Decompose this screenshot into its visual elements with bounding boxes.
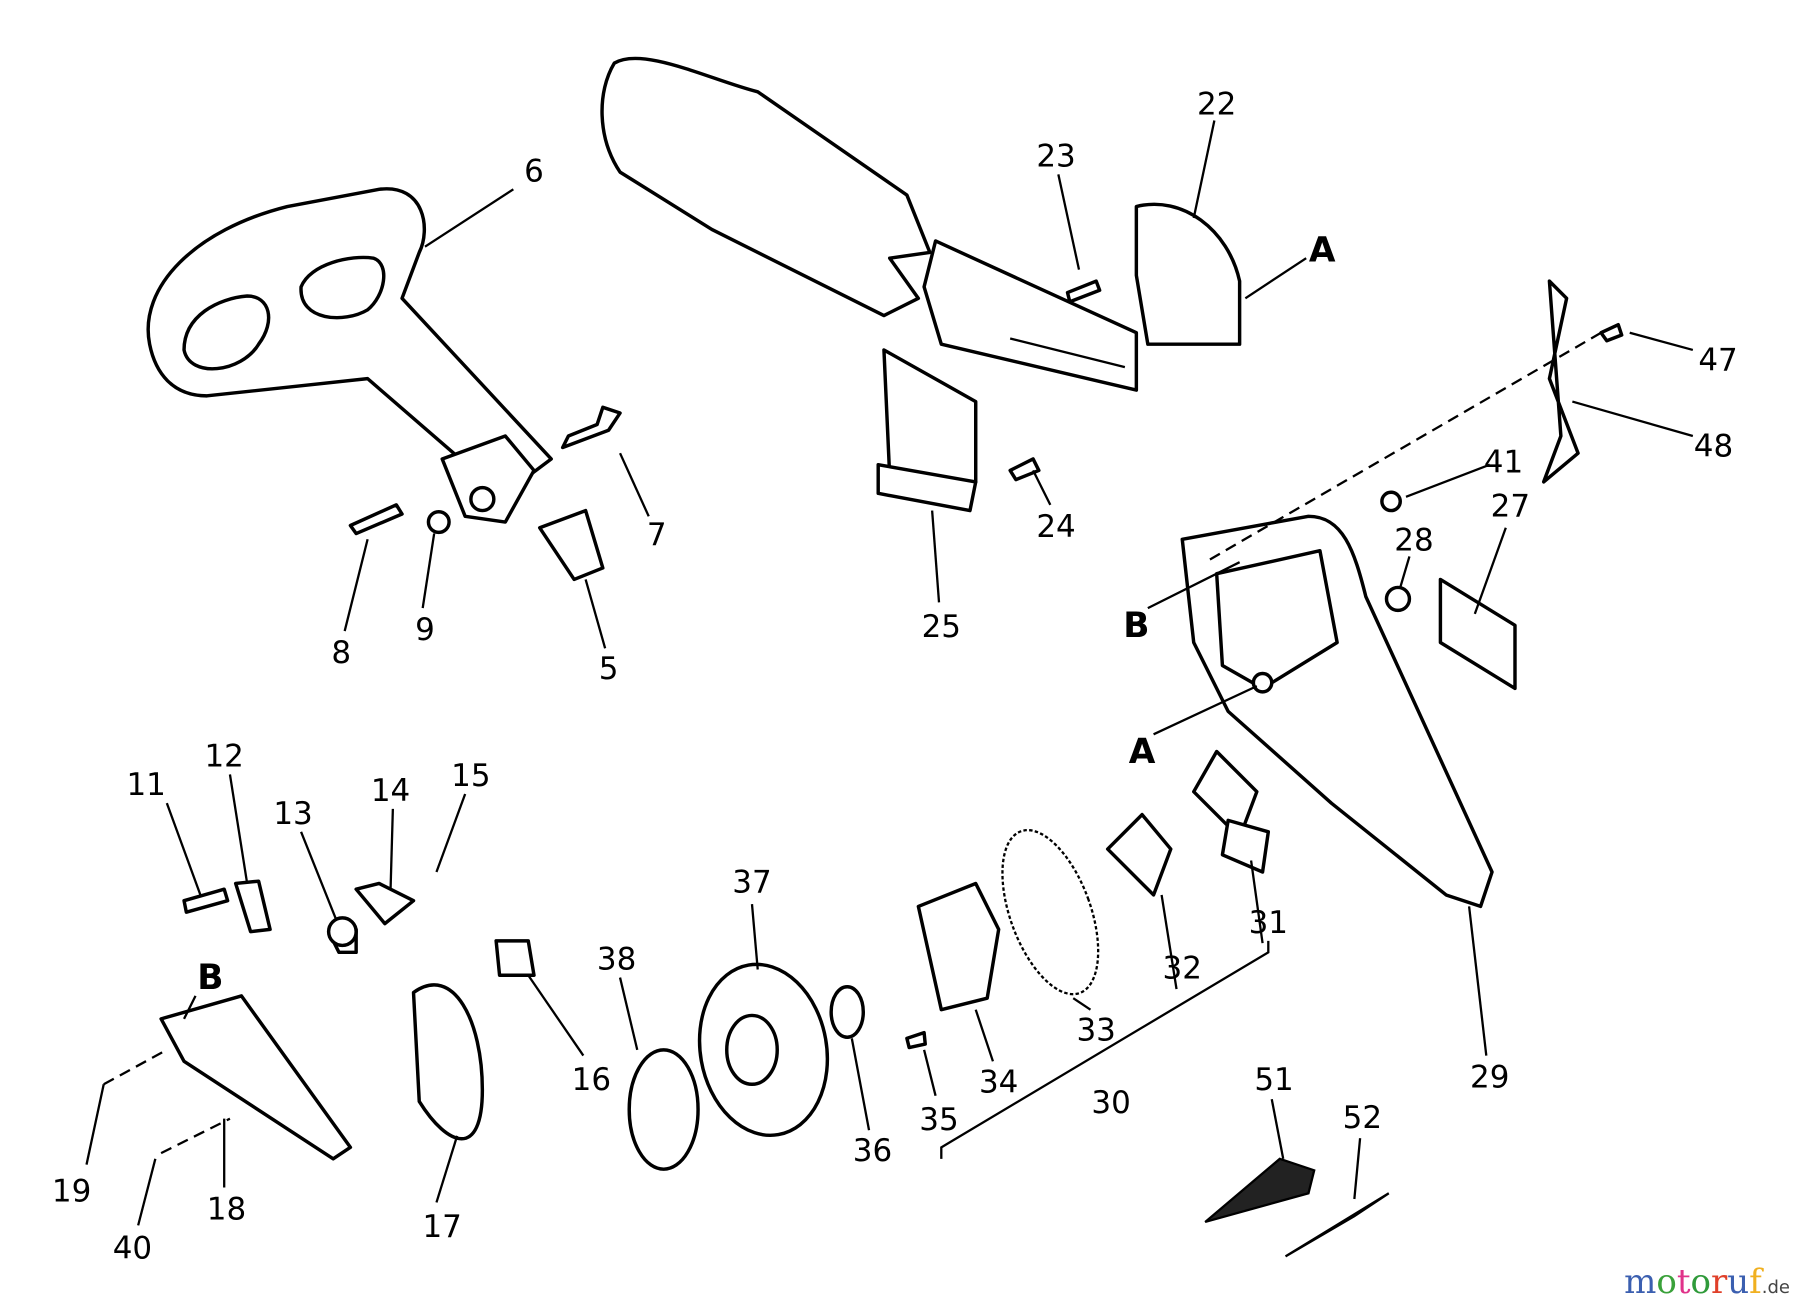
- label-52: 52: [1343, 1100, 1382, 1136]
- label-37: 37: [732, 865, 771, 901]
- part-bar-cover: [600, 56, 1242, 513]
- part-29-side-cover: [1180, 279, 1580, 909]
- label-7: 7: [647, 517, 667, 553]
- label-A-2: A: [1129, 732, 1156, 772]
- label-B-1: B: [1123, 606, 1149, 646]
- label-8: 8: [331, 635, 351, 671]
- label-30: 30: [1091, 1085, 1130, 1121]
- label-31: 31: [1249, 905, 1288, 941]
- label-24: 24: [1036, 509, 1075, 545]
- label-5: 5: [599, 651, 619, 687]
- label-40: 40: [113, 1231, 152, 1267]
- label-33: 33: [1076, 1013, 1115, 1049]
- label-14: 14: [371, 773, 410, 809]
- part-fasteners: [182, 279, 1624, 1050]
- label-51: 51: [1254, 1062, 1293, 1098]
- label-18: 18: [207, 1192, 246, 1228]
- label-41: 41: [1484, 445, 1523, 481]
- watermark-letter: t: [1676, 1262, 1691, 1302]
- label-6: 6: [524, 153, 544, 189]
- label-23: 23: [1036, 138, 1075, 174]
- label-15: 15: [451, 758, 490, 794]
- watermark-letter: u: [1727, 1262, 1750, 1302]
- label-22: 22: [1197, 87, 1236, 123]
- watermark-suffix: .de: [1761, 1277, 1790, 1298]
- label-11: 11: [126, 767, 165, 803]
- label-29: 29: [1470, 1060, 1509, 1096]
- watermark-letter: o: [1690, 1262, 1711, 1302]
- part-number-labels: 6 22 23 A 47 48 41 27 28 B A 7 24 25 8 9…: [52, 87, 1738, 1267]
- label-B-2: B: [197, 958, 223, 998]
- label-25: 25: [922, 609, 961, 645]
- watermark-letter: f: [1749, 1262, 1762, 1302]
- watermark-letter: r: [1711, 1262, 1728, 1302]
- part-clutch-assembly: [159, 812, 1390, 1258]
- label-48: 48: [1694, 429, 1733, 465]
- label-36: 36: [853, 1133, 892, 1169]
- label-32: 32: [1163, 951, 1202, 987]
- watermark-logo: motoruf.de: [1624, 1262, 1790, 1302]
- watermark-letter: o: [1656, 1262, 1677, 1302]
- label-12: 12: [204, 738, 243, 774]
- label-13: 13: [273, 796, 312, 832]
- label-16: 16: [572, 1062, 611, 1098]
- label-47: 47: [1698, 343, 1737, 379]
- label-28: 28: [1394, 523, 1433, 559]
- label-34: 34: [979, 1064, 1018, 1100]
- label-38: 38: [597, 942, 636, 978]
- watermark-text: motoruf: [1624, 1262, 1762, 1302]
- part-6-hand-guard: [146, 187, 553, 524]
- label-A-1: A: [1309, 231, 1336, 271]
- label-27: 27: [1491, 488, 1530, 524]
- leader-lines: [85, 120, 1694, 1226]
- label-35: 35: [919, 1102, 958, 1138]
- label-19: 19: [52, 1173, 91, 1209]
- watermark-letter: m: [1624, 1262, 1657, 1302]
- label-9: 9: [415, 612, 435, 648]
- label-17: 17: [422, 1209, 461, 1245]
